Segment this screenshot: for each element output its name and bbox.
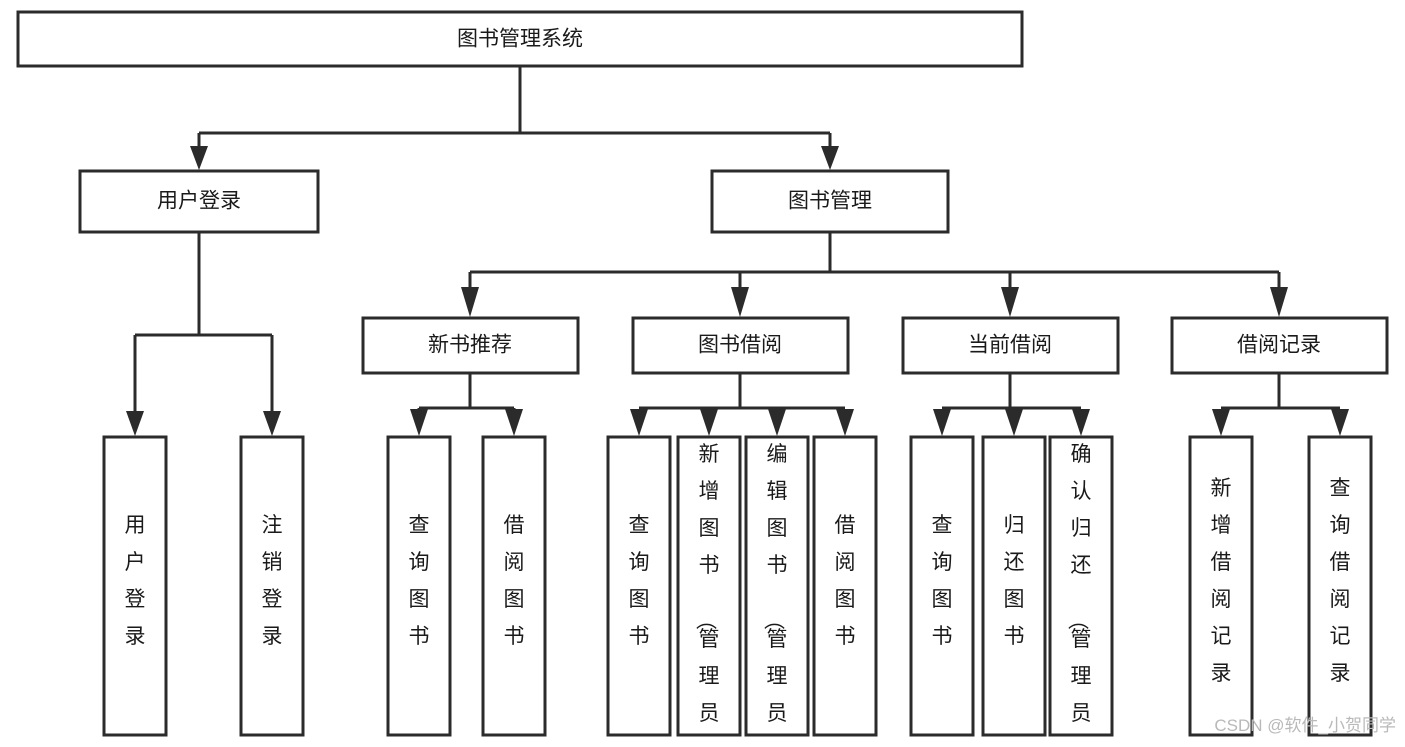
- node-recommend-borrow-book[interactable]: 借阅图书: [481, 435, 547, 737]
- node-new-book-recommend-box[interactable]: [361, 316, 580, 375]
- node-new-book-recommend[interactable]: 新书推荐: [361, 316, 580, 375]
- node-current-borrow-label: 当前借阅: [968, 334, 1052, 357]
- node-borrow-borrow-book[interactable]: 借阅图书: [812, 435, 878, 737]
- node-book-management-box[interactable]: [710, 169, 950, 234]
- node-book-management[interactable]: 图书管理: [710, 169, 950, 234]
- node-current-query-book[interactable]: 查询图书: [909, 435, 975, 737]
- node-borrow-borrow-book-box[interactable]: [812, 435, 878, 737]
- arrow-head-recommend-query-book: [410, 409, 428, 436]
- arrow-head-borrow-query-book: [630, 409, 648, 436]
- node-borrow-add-book-box[interactable]: [676, 435, 742, 737]
- arrow-head-record-query: [1331, 409, 1349, 436]
- node-recommend-query-book-label: 查询图书: [409, 514, 430, 648]
- node-new-book-recommend-label: 新书推荐: [428, 334, 512, 357]
- node-record-add[interactable]: 新增借阅记录: [1188, 435, 1254, 737]
- csdn-watermark: CSDN @软件_小贺同学: [1214, 716, 1396, 735]
- node-root-box[interactable]: [16, 10, 1024, 68]
- arrow-head-user-login-leaf: [126, 411, 144, 436]
- node-record-add-label: 新增借阅记录: [1211, 477, 1232, 685]
- node-current-return-book-box[interactable]: [981, 435, 1047, 737]
- arrow-head-book-management: [821, 146, 839, 170]
- node-current-return-book[interactable]: 归还图书: [981, 435, 1047, 737]
- node-user-login[interactable]: 用户登录: [78, 169, 320, 234]
- node-current-query-book-box[interactable]: [909, 435, 975, 737]
- node-record-add-box[interactable]: [1188, 435, 1254, 737]
- node-borrow-edit-book-box[interactable]: [744, 435, 810, 737]
- node-record-query[interactable]: 查询借阅记录: [1307, 435, 1373, 737]
- node-current-confirm-return-label: 确认归还（管理员）: [1066, 443, 1092, 747]
- node-recommend-borrow-book-label: 借阅图书: [504, 514, 525, 648]
- node-user-logout-leaf-label: 注销登录: [262, 514, 283, 648]
- node-borrow-query-book-label: 查询图书: [629, 514, 650, 648]
- node-user-login-box[interactable]: [78, 169, 320, 234]
- arrow-head-current-query-book: [933, 409, 951, 436]
- arrow-head-recommend-borrow-book: [505, 409, 523, 436]
- node-user-login-leaf-label: 用户登录: [125, 514, 146, 648]
- arrow-head-borrow-add-book: [700, 409, 718, 436]
- arrow-head-user-logout-leaf: [263, 411, 281, 436]
- node-book-borrow-box[interactable]: [631, 316, 850, 375]
- node-book-borrow[interactable]: 图书借阅: [631, 316, 850, 375]
- node-recommend-query-book-box[interactable]: [386, 435, 452, 737]
- connector-layer: [126, 66, 1349, 436]
- node-user-login-leaf[interactable]: 用户登录: [102, 435, 168, 737]
- arrow-head-borrow-borrow-book: [836, 409, 854, 436]
- arrow-head-current-return-book: [1005, 409, 1023, 436]
- node-current-borrow-box[interactable]: [901, 316, 1120, 375]
- node-borrow-records-label: 借阅记录: [1237, 334, 1321, 357]
- node-current-borrow[interactable]: 当前借阅: [901, 316, 1120, 375]
- node-current-query-book-label: 查询图书: [932, 514, 953, 648]
- node-recommend-borrow-book-box[interactable]: [481, 435, 547, 737]
- node-borrow-query-book[interactable]: 查询图书: [606, 435, 672, 737]
- node-record-query-label: 查询借阅记录: [1330, 477, 1351, 685]
- arrow-head-current-borrow: [1001, 287, 1019, 317]
- node-root-label: 图书管理系统: [457, 28, 583, 51]
- arrow-head-borrow-records: [1270, 287, 1288, 317]
- node-user-logout-leaf-box[interactable]: [239, 435, 305, 737]
- node-borrow-edit-book[interactable]: 编辑图书（管理员）: [744, 435, 810, 747]
- node-user-login-leaf-box[interactable]: [102, 435, 168, 737]
- arrow-head-current-confirm-return: [1072, 409, 1090, 436]
- node-user-login-label: 用户登录: [157, 190, 241, 213]
- node-borrow-borrow-book-label: 借阅图书: [835, 514, 856, 648]
- node-borrow-query-book-box[interactable]: [606, 435, 672, 737]
- node-current-confirm-return[interactable]: 确认归还（管理员）: [1048, 435, 1114, 747]
- node-record-query-box[interactable]: [1307, 435, 1373, 737]
- node-recommend-query-book[interactable]: 查询图书: [386, 435, 452, 737]
- node-root[interactable]: 图书管理系统: [16, 10, 1024, 68]
- node-borrow-edit-book-label: 编辑图书（管理员）: [762, 443, 788, 747]
- node-borrow-records[interactable]: 借阅记录: [1170, 316, 1389, 375]
- node-user-logout-leaf[interactable]: 注销登录: [239, 435, 305, 737]
- node-borrow-records-box[interactable]: [1170, 316, 1389, 375]
- node-book-management-label: 图书管理: [788, 190, 872, 213]
- node-borrow-add-book-label: 新增图书（管理员）: [694, 443, 720, 747]
- arrow-head-borrow-edit-book: [768, 409, 786, 436]
- arrow-head-new-book-recommend: [461, 287, 479, 317]
- node-current-confirm-return-box[interactable]: [1048, 435, 1114, 737]
- node-current-return-book-label: 归还图书: [1004, 514, 1025, 648]
- arrow-head-record-add: [1212, 409, 1230, 436]
- arrow-head-book-borrow: [731, 287, 749, 317]
- node-borrow-add-book[interactable]: 新增图书（管理员）: [676, 435, 742, 747]
- node-layer: 图书管理系统 用户登录 图书管理 新书推荐 图书借阅: [16, 10, 1389, 747]
- arrow-head-user-login: [190, 146, 208, 170]
- node-book-borrow-label: 图书借阅: [698, 334, 782, 357]
